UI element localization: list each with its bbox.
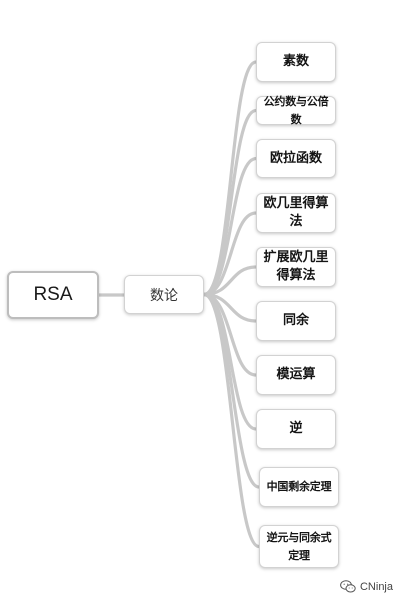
- subtopic-node-euclidean-algorithm[interactable]: 欧几里得算法: [256, 193, 336, 233]
- topic-node-number-theory[interactable]: 数论: [124, 275, 204, 314]
- wechat-watermark: CNinja: [340, 580, 393, 593]
- subtopic-node-inverse-congruence-theorem[interactable]: 逆元与同余式定理: [259, 525, 339, 568]
- branch-connector: [202, 292, 261, 489]
- subtopic-node-inverse[interactable]: 逆: [256, 409, 336, 449]
- wechat-icon: [340, 580, 356, 593]
- branch-connector: [202, 292, 261, 549]
- branch-connector: [202, 156, 258, 297]
- subtopic-node-congruence[interactable]: 同余: [256, 301, 336, 341]
- subtopic-node-chinese-remainder[interactable]: 中国剩余定理: [259, 467, 339, 507]
- root-node-rsa[interactable]: RSA: [7, 271, 99, 319]
- subtopic-node-prime[interactable]: 素数: [256, 42, 336, 82]
- branch-connector: [202, 211, 258, 297]
- subtopic-node-extended-euclidean[interactable]: 扩展欧几里得算法: [256, 247, 336, 287]
- subtopic-node-gcd-lcm[interactable]: 公约数与公倍数: [256, 95, 336, 126]
- subtopic-node-euler-function[interactable]: 欧拉函数: [256, 139, 336, 178]
- subtopic-node-modular-arithmetic[interactable]: 模运算: [256, 355, 336, 395]
- watermark-label: CNinja: [359, 580, 393, 593]
